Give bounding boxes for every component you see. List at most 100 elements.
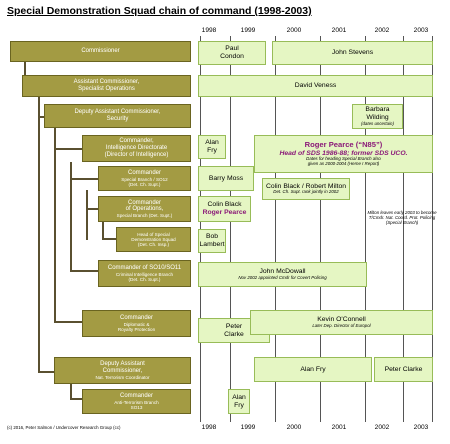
hierarchy-connector (24, 62, 26, 76)
year-gridline (275, 36, 276, 422)
note-line: (Special Branch) (385, 220, 419, 226)
year-label-bottom-1999: 1999 (240, 424, 256, 431)
holder-label-line: Bob (205, 233, 219, 241)
role-label-line: (Det. Ch. Supt.) (128, 181, 161, 187)
role-commander-so10: Commander of SO10/SO11 Criminal Intellig… (98, 260, 191, 287)
hierarchy-connector (70, 384, 72, 400)
hierarchy-connector (54, 148, 82, 150)
holder-label: Roger Pearce (“N85”) (304, 140, 383, 150)
year-label-bottom-2002: 2002 (374, 424, 390, 431)
role-label-line: Nat. Terrorism Coordinator (95, 374, 150, 380)
year-gridline (432, 36, 433, 422)
hierarchy-connector (70, 398, 82, 400)
holder-paul-condon: Paul Condon (198, 41, 266, 65)
holder-label: Colin Black / Robert Milton (265, 182, 347, 190)
role-label-line: (Det. Ch. Supt.) (128, 276, 161, 282)
holder-label-line: Colin Black (207, 201, 242, 209)
role-commissioner-label: Commissioner (81, 48, 120, 55)
role-commander-special-branch: Commander Special Branch / SO12 (Det. Ch… (98, 166, 191, 191)
note-line: Milton leaves early 2003 to become (367, 210, 437, 215)
holder-label-line: Condon (220, 53, 244, 60)
role-label-line: Commander, (119, 138, 154, 145)
note-line: T/Cmdr. Nat. Coord. Prot. Policing (368, 215, 436, 221)
role-label-line: Special Branch (Det. Supt.) (116, 213, 173, 219)
holder-label: Barbara Wilding (365, 106, 390, 122)
role-commissioner: Commissioner (10, 41, 191, 62)
holder-colin-black-robert-milton: Colin Black / Robert Milton Det. Ch. Sup… (262, 178, 350, 200)
chart-title: Special Demonstration Squad chain of com… (7, 5, 312, 17)
holder-colin-black-ops: Colin Black Roger Pearce (198, 196, 251, 222)
hierarchy-connector (38, 97, 40, 373)
holder-label-line: Fry (207, 147, 217, 154)
role-label-line: of Operations, (125, 206, 164, 213)
role-commander-intelligence: Commander, Intelligence Directorate (Dir… (82, 135, 191, 162)
holder-alan-fry-intel: Alan Fry (198, 135, 226, 159)
role-label-line: Specialist Operations (78, 86, 135, 92)
holder-label-line: Peter (225, 322, 243, 330)
holder-label-line: Paul (225, 45, 239, 53)
role-label-line: Deputy Assistant Commissioner, (74, 109, 161, 116)
role-label-line: Royalty Protection (117, 326, 156, 332)
role-label-line: Commander (127, 199, 161, 206)
holder-alan-fry-ntc: Alan Fry (254, 357, 372, 382)
role-label-line: Assistant Commissioner, (73, 79, 140, 86)
role-label-line: Demonstration Squad (131, 236, 176, 242)
year-label-top-2000: 2000 (286, 27, 302, 34)
role-commander-diplomatic: Commander Diplomatic & Royalty Protectio… (82, 310, 191, 337)
hierarchy-connector (86, 208, 98, 210)
hierarchy-connector (38, 371, 56, 373)
hierarchy-connector (70, 270, 98, 272)
year-gridline (365, 36, 366, 422)
year-label-top-1998: 1998 (201, 27, 217, 34)
year-label-top-2003: 2003 (413, 27, 429, 34)
role-dac-security: Deputy Assistant Commissioner, Security (44, 104, 191, 128)
holder-david-veness: David Veness (198, 75, 433, 97)
holder-label-line: Lambert (199, 241, 225, 248)
holder-label-line: Clarke (224, 330, 244, 338)
role-label-line: Commander (119, 393, 153, 399)
holder-john-mcdowall: John McDowall Nov 2002 appointed Cmdr fo… (198, 262, 367, 287)
holder-roger-pearce: Roger Pearce (“N85”) Head of SDS 1986-88… (254, 135, 433, 173)
role-label-line: Anti-Terrorism Branch (114, 399, 159, 405)
milton-note: Milton leaves early 2003 to become T/Cmd… (358, 210, 446, 225)
holder-note: (dates uncertain) (361, 120, 394, 126)
year-label-top-2002: 2002 (374, 27, 390, 34)
year-label-bottom-2003: 2003 (413, 424, 429, 431)
year-gridline (320, 36, 321, 422)
hierarchy-connector (102, 238, 116, 240)
holder-label-line: Alan (232, 393, 246, 401)
role-label-line: Commander (119, 315, 153, 321)
holder-note: given as 2000-2004 (Herne I Report) (307, 161, 380, 167)
holder-john-stevens: John Stevens (272, 41, 433, 65)
hierarchy-connector (54, 321, 82, 323)
role-label-line: Diplomatic & (123, 321, 150, 327)
holder-note: Nov 2002 appointed Cmdr for Covert Polic… (238, 274, 327, 280)
role-label-line: Security (106, 116, 129, 122)
role-label-line: Commander of SO10/SO11 (107, 265, 182, 271)
role-label-line: Commander (127, 170, 161, 176)
hierarchy-connector (102, 222, 104, 240)
role-label-line: Deputy Assistant (100, 361, 145, 368)
role-head-sds: Head of Special Demonstration Squad (Det… (116, 227, 191, 252)
holder-role-note: Head of SDS 1986-88; former SDS UCO. (279, 149, 408, 157)
holder-label: John Stevens (331, 49, 374, 57)
holder-alan-fry-at: Alan Fry (228, 389, 250, 414)
role-label-line: Commissioner, (102, 367, 143, 374)
holder-barry-moss: Barry Moss (198, 166, 254, 191)
holder-note: Det. Ch. Supt. rank jointly in 2002 (273, 189, 339, 195)
holder-label: Peter Clarke (384, 365, 423, 373)
role-commander-anti-terrorism: Commander Anti-Terrorism Branch SO13 (82, 389, 191, 414)
holder-barbara-wilding: Barbara Wilding (dates uncertain) (352, 104, 403, 129)
role-commander-operations: Commander of Operations, Special Branch … (98, 196, 191, 222)
hierarchy-connector (54, 128, 56, 322)
holder-kevin-oconnell: Kevin O'Connell Later Dep. Director of E… (250, 310, 433, 335)
year-label-bottom-1998: 1998 (201, 424, 217, 431)
copyright-credit: (c) 2016, Peter Salmon / Undercover Rese… (7, 425, 121, 430)
year-gridline (403, 36, 404, 422)
holder-note: Dates for heading Special Branch also (306, 156, 381, 162)
holder-label-line: Fry (234, 401, 244, 409)
holder-bob-lambert: Bob Lambert (198, 229, 226, 253)
holder-note: Later Dep. Director of Europol (312, 322, 371, 328)
holder-label: Kevin O'Connell (317, 316, 366, 324)
role-label-line: (Director of Intelligence) (104, 151, 169, 158)
